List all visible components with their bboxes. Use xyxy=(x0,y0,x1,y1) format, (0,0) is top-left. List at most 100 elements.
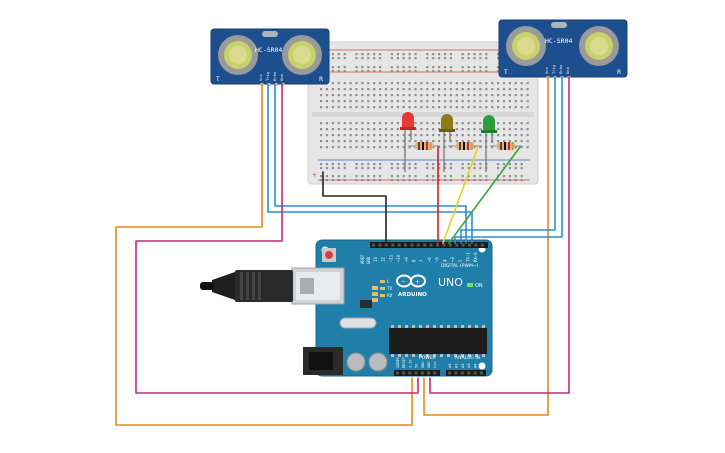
chip-pins xyxy=(391,325,485,357)
sensor-r-label: R xyxy=(617,69,621,76)
resistor-1 xyxy=(408,142,440,150)
atmega-chip xyxy=(389,328,487,354)
capacitor-2 xyxy=(368,352,388,372)
sensor-pin-label: Gnd xyxy=(279,74,284,81)
wires xyxy=(115,76,570,426)
digital-pin-label: TX→1 xyxy=(465,252,470,262)
on-led xyxy=(467,283,473,287)
digital-pin-label: ~3 xyxy=(450,257,455,262)
sensor-t-label: T xyxy=(503,69,508,76)
wire-right-vcc xyxy=(423,76,549,416)
dc-power-jack xyxy=(303,347,343,375)
arduino-logo: − + xyxy=(396,274,426,288)
analog-header xyxy=(446,370,486,376)
analog-pin-label: A1 xyxy=(453,363,458,368)
resistor-3 xyxy=(490,142,522,150)
board-led-labels: L TX RX xyxy=(380,279,393,298)
digital-pin-label: ~6 xyxy=(427,257,432,262)
sensor-pin-label: Vcc xyxy=(258,74,263,81)
resistor-2 xyxy=(448,142,482,150)
sensor-crystal xyxy=(262,31,278,37)
digital-header xyxy=(370,242,488,248)
sensor-crystal xyxy=(551,22,567,28)
digital-pin-label: ~5 xyxy=(435,257,440,262)
power-pin-label: IOREF xyxy=(396,357,400,368)
sensor-pin-label: Echo xyxy=(272,71,277,81)
crystal xyxy=(339,317,377,329)
power-label: POWER xyxy=(419,355,436,361)
wire-right-gnd xyxy=(429,76,570,394)
digital-pin-label: RX←0 xyxy=(473,252,478,262)
on-label: ON xyxy=(475,283,483,289)
digital-pin-label: 7 xyxy=(419,259,424,262)
analog-pin-label: A2 xyxy=(460,363,465,368)
sensor-pin-label: Trig xyxy=(551,65,556,74)
analog-pin-label: A3 xyxy=(466,363,471,368)
power-pin-label: 3.3V xyxy=(408,359,412,368)
digital-pin-label: ~9 xyxy=(404,257,409,262)
svg-text:−: − xyxy=(401,279,406,286)
digital-pin-label: 4 xyxy=(442,259,447,262)
power-pin-label: GND xyxy=(421,362,425,369)
power-pin-label: RESET xyxy=(402,356,406,368)
bottom-header-holes xyxy=(396,371,483,375)
digital-pin-label: 8 xyxy=(412,259,417,262)
breadboard: + xyxy=(307,41,539,185)
breadboard-holes xyxy=(320,53,529,182)
sensor-model-label: HC-SR04 xyxy=(545,37,572,45)
power-pin-label: GND xyxy=(427,362,431,369)
analog-pin-label: A5 xyxy=(479,363,484,368)
sensor-pin-label: Gnd xyxy=(565,67,570,74)
sensor-r-label: R xyxy=(319,76,323,83)
board-led-label: L xyxy=(387,279,390,284)
board-led-label: TX xyxy=(386,286,392,291)
wire-right-echo xyxy=(454,76,563,244)
led-green xyxy=(481,115,497,172)
wire-left-echo xyxy=(274,83,467,244)
sensor-model-label: HC-SR04 xyxy=(255,46,282,54)
wire-left-gnd xyxy=(135,83,419,394)
wire-left-vcc xyxy=(115,83,413,426)
aref-label: AREF xyxy=(360,254,365,264)
wire-led-green xyxy=(448,146,521,244)
wire-led-yellow xyxy=(442,146,479,244)
analog-label: ANALOG IN xyxy=(455,355,480,361)
analog-pin-label: A4 xyxy=(473,363,478,368)
digital-pin-label: ~11 xyxy=(388,254,393,262)
sensor-pin-label: Vcc xyxy=(544,67,549,74)
usb-cable xyxy=(200,270,293,302)
led-green-body xyxy=(483,115,495,131)
gnd-label: GND xyxy=(366,256,371,264)
digital-pin-label: 2 xyxy=(458,259,463,262)
wire-gnd-black xyxy=(322,171,387,244)
wire-left-trig xyxy=(267,83,473,244)
power-pin-label: Vin xyxy=(433,362,437,369)
digital-pin-label: ~10 xyxy=(396,254,401,262)
led-red-body xyxy=(402,112,414,128)
uno-label: UNO xyxy=(438,276,463,289)
digital-header-holes xyxy=(372,243,484,247)
led-red xyxy=(400,112,416,172)
power-pin-label: 5V xyxy=(415,363,419,368)
sensor-t-label: T xyxy=(215,76,220,83)
sensor-pin-label: Trig xyxy=(265,72,270,81)
digital-label: DIGITAL (PWM~) xyxy=(441,263,479,269)
capacitor-1 xyxy=(346,352,366,372)
led-yellow-body xyxy=(441,114,453,130)
arduino-logo-text: ARDUINO xyxy=(398,292,427,298)
arduino-uno-board: ON − + ARDUINO UNO DIGITAL (PWM~) AREF G… xyxy=(291,239,493,377)
breadboard-plus-label: + xyxy=(312,172,317,179)
analog-pin-label: A0 xyxy=(447,363,452,368)
sensor-pin-label: Echo xyxy=(558,64,563,74)
svg-text:+: + xyxy=(415,279,420,286)
digital-pin-label: 12 xyxy=(381,257,386,262)
led-yellow xyxy=(439,114,455,172)
usb-port xyxy=(291,267,345,305)
board-led-label: RX xyxy=(387,293,393,298)
